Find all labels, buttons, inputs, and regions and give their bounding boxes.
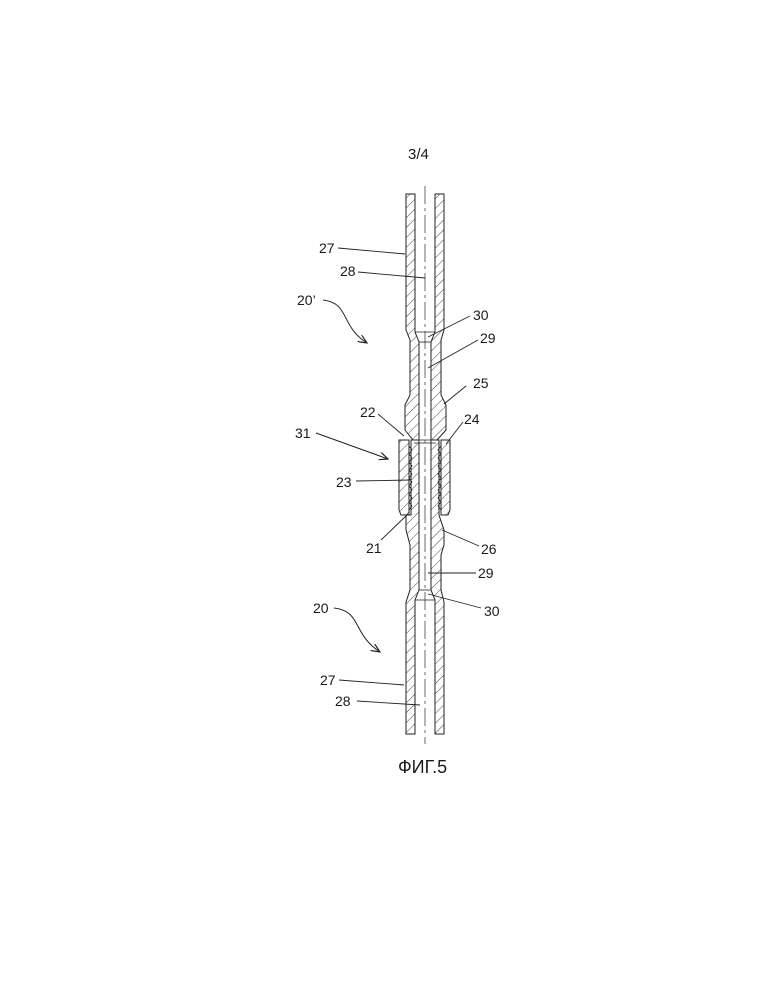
label-22: 22 xyxy=(360,404,376,420)
label-30-upper: 30 xyxy=(473,307,489,323)
connection-31-arrow xyxy=(316,433,388,459)
coupling-sleeve xyxy=(399,440,450,515)
figure-caption: ФИГ.5 xyxy=(398,757,447,778)
label-26: 26 xyxy=(481,541,497,557)
label-30-lower: 30 xyxy=(484,603,500,619)
label-21: 21 xyxy=(366,540,382,556)
label-27-upper: 27 xyxy=(319,240,335,256)
label-28-lower: 28 xyxy=(335,693,351,709)
upper-pipe xyxy=(405,194,446,440)
assembly-20-prime-arrow xyxy=(323,300,367,343)
label-23: 23 xyxy=(336,474,352,490)
label-24: 24 xyxy=(464,411,480,427)
label-20: 20 xyxy=(313,600,329,616)
label-20-prime: 20’ xyxy=(297,292,316,308)
assembly-20-arrow xyxy=(334,608,380,652)
label-25: 25 xyxy=(473,375,489,391)
label-28-upper: 28 xyxy=(340,263,356,279)
label-27-lower: 27 xyxy=(320,672,336,688)
label-29-lower: 29 xyxy=(478,565,494,581)
label-31: 31 xyxy=(295,425,311,441)
label-29-upper: 29 xyxy=(480,330,496,346)
